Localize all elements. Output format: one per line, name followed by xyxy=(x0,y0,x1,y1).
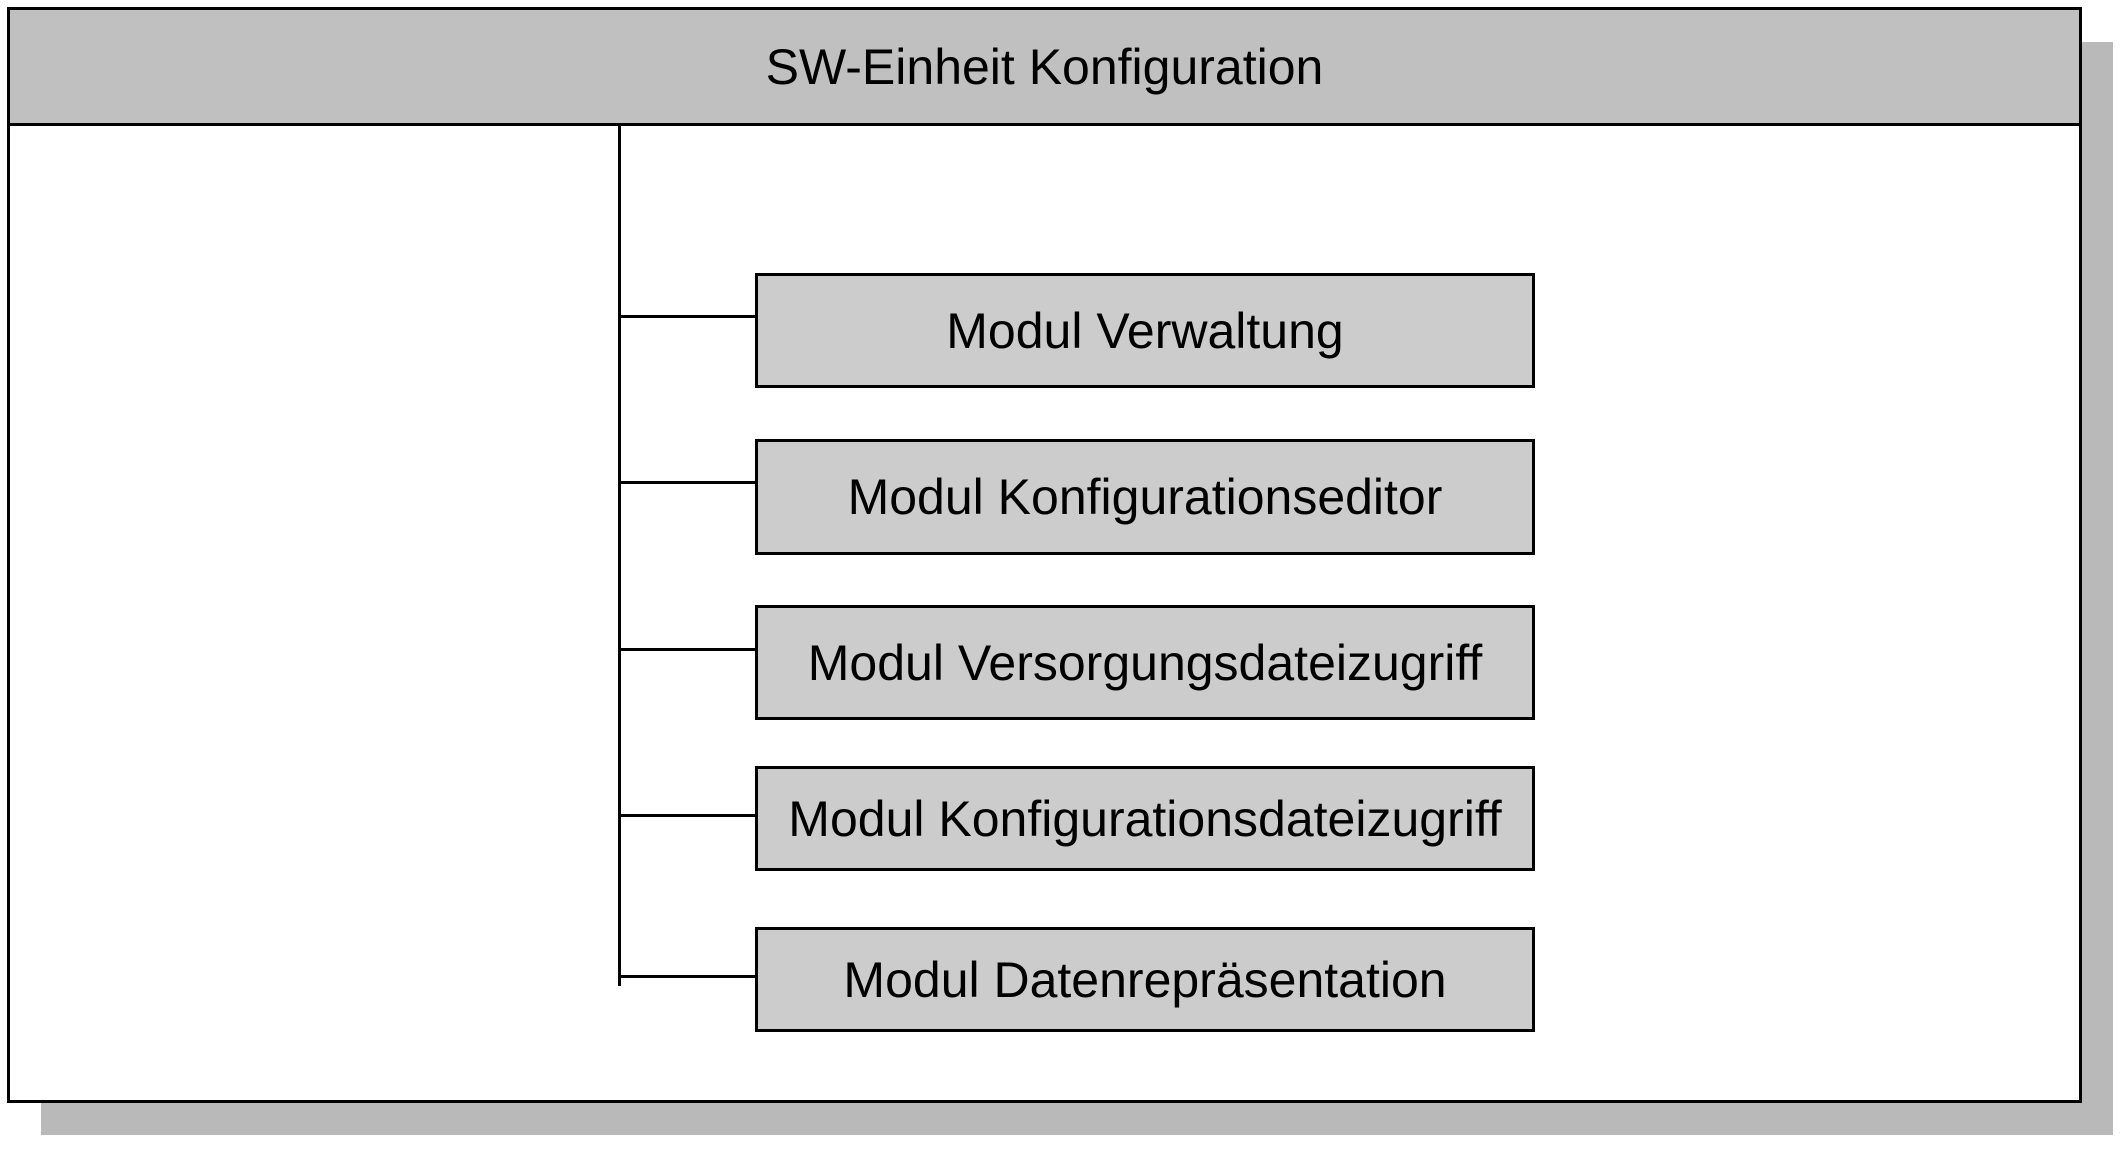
connector-trunk xyxy=(618,126,621,986)
connector-branch-4 xyxy=(618,814,756,817)
connector-branch-2 xyxy=(618,481,756,484)
connector-branch-5 xyxy=(618,975,756,978)
module-konfigurationseditor: Modul Konfigurationseditor xyxy=(755,439,1535,555)
connector-branch-1 xyxy=(618,315,756,318)
module-versorgungsdateizugriff: Modul Versorgungsdateizugriff xyxy=(755,605,1535,720)
module-datenrepraesentation: Modul Datenrepräsentation xyxy=(755,927,1535,1032)
component-frame: SW-Einheit Konfiguration Modul Verwaltun… xyxy=(7,7,2082,1103)
module-konfigurationsdateizugriff: Modul Konfigurationsdateizugriff xyxy=(755,766,1535,871)
connector-branch-3 xyxy=(618,648,756,651)
component-title: SW-Einheit Konfiguration xyxy=(10,10,2079,126)
module-verwaltung: Modul Verwaltung xyxy=(755,273,1535,388)
